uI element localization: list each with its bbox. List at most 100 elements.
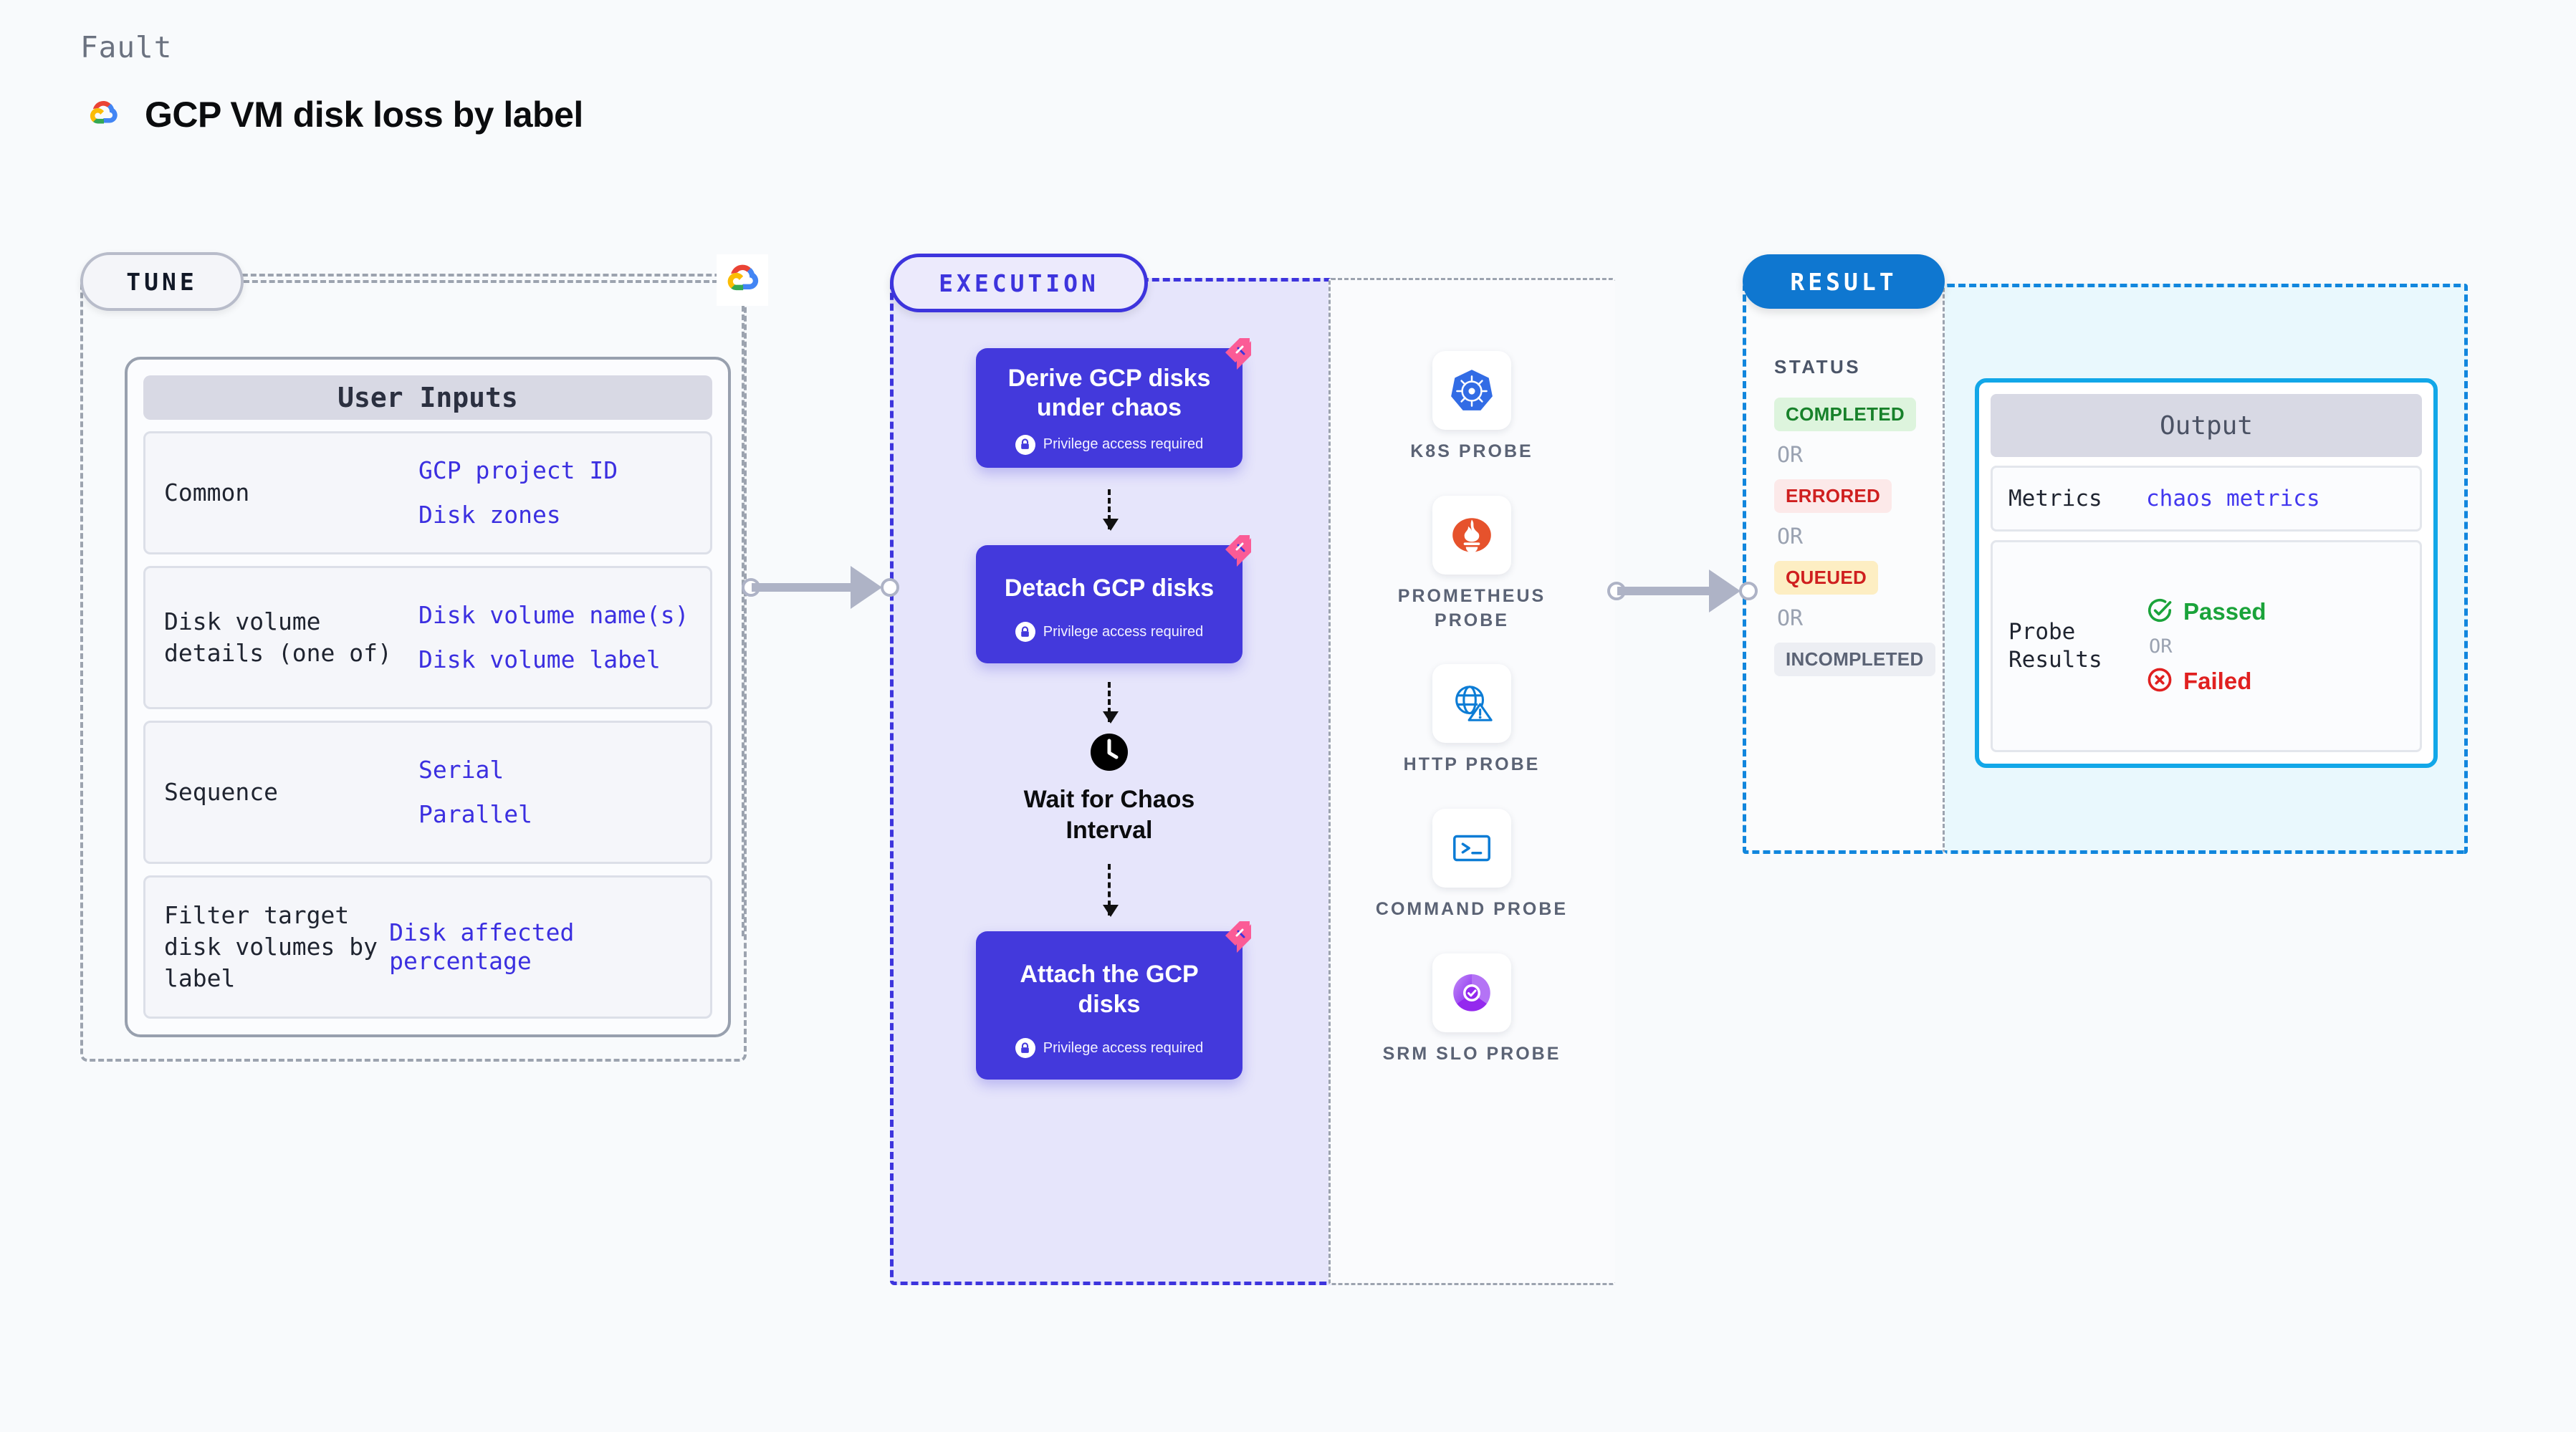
- connector-dot-end: [1739, 582, 1758, 600]
- input-value[interactable]: Disk volume name(s): [418, 600, 689, 629]
- input-value[interactable]: Serial: [418, 755, 504, 784]
- probe-label: SRM SLO PROBE: [1382, 1043, 1561, 1064]
- probe-item-k8s[interactable]: K8S PROBE: [1368, 351, 1576, 464]
- step-privilege-note: Privilege access required: [1015, 1038, 1204, 1059]
- x-circle-icon: [2146, 666, 2173, 696]
- flow-arrow: [1103, 864, 1119, 918]
- litmus-logo-icon: [1218, 917, 1255, 954]
- connector-shaft: [1617, 587, 1718, 595]
- probe-label: PROMETHEUS PROBE: [1397, 585, 1546, 630]
- step-title: Attach the GCP disks: [1020, 961, 1199, 1018]
- litmus-logo-icon: [1218, 334, 1255, 371]
- execution-stage-pill[interactable]: EXECUTION: [890, 254, 1148, 312]
- connector-arrowhead: [851, 566, 882, 609]
- probe-item-http[interactable]: HTTP PROBE: [1368, 664, 1576, 777]
- tune-top-connector-line: [244, 280, 718, 283]
- status-title: STATUS: [1774, 356, 1862, 378]
- page-title-row: GCP VM disk loss by label: [80, 92, 583, 138]
- flow-arrow: [1103, 682, 1119, 724]
- clock-icon: [1089, 732, 1129, 776]
- probe-label: COMMAND PROBE: [1375, 899, 1569, 919]
- status-badge-errored: ERRORED: [1774, 479, 1892, 513]
- execution-flow-column: Derive GCP disks under chaos Privilege a…: [890, 278, 1328, 1285]
- kubernetes-icon: [1432, 351, 1511, 430]
- output-row-label: Metrics: [2008, 485, 2102, 511]
- input-row-sequence[interactable]: Sequence Serial Parallel: [143, 721, 712, 864]
- result-stage-pill[interactable]: RESULT: [1743, 254, 1945, 309]
- output-row-metrics[interactable]: Metrics chaos metrics: [1991, 466, 2422, 532]
- step-title: Detach GCP disks: [1004, 574, 1215, 602]
- input-row-disk-volume-details[interactable]: Disk volume details (one of) Disk volume…: [143, 566, 712, 709]
- input-row-filter-by-label[interactable]: Filter target disk volumes by label Disk…: [143, 875, 712, 1019]
- step-privilege-label: Privilege access required: [1043, 1039, 1204, 1056]
- status-badge-completed: COMPLETED: [1774, 398, 1916, 431]
- step-privilege-note: Privilege access required: [1015, 622, 1204, 643]
- tune-stage-box: [80, 274, 747, 1062]
- input-row-common[interactable]: Common GCP project ID Disk zones: [143, 431, 712, 554]
- litmus-logo-icon: [1218, 531, 1255, 568]
- step-privilege-note: Privilege access required: [1015, 434, 1204, 455]
- input-value[interactable]: Disk affected percentage: [389, 918, 575, 975]
- probe-label: K8S PROBE: [1410, 441, 1533, 461]
- user-inputs-title: User Inputs: [143, 375, 712, 420]
- terminal-icon: [1432, 809, 1511, 888]
- input-row-values: Serial Parallel: [418, 756, 532, 830]
- output-metrics-value[interactable]: chaos metrics: [2146, 486, 2320, 511]
- probe-result-failed: Failed: [2146, 666, 2266, 696]
- input-row-values: GCP project ID Disk zones: [418, 456, 618, 530]
- lock-icon: [1015, 622, 1035, 643]
- lock-icon: [1015, 1038, 1035, 1059]
- page-title: GCP VM disk loss by label: [145, 95, 583, 135]
- input-value[interactable]: Disk volume label: [418, 645, 661, 673]
- status-badge-queued: QUEUED: [1774, 561, 1879, 595]
- output-card: Output Metrics chaos metrics Probe Resul…: [1975, 378, 2438, 768]
- tune-provider-connector-line: [742, 306, 744, 936]
- srm-slo-icon: [1432, 953, 1511, 1032]
- step-privilege-label: Privilege access required: [1043, 623, 1204, 640]
- step-privilege-label: Privilege access required: [1043, 436, 1204, 453]
- probe-item-command[interactable]: COMMAND PROBE: [1368, 809, 1576, 922]
- probe-label: HTTP PROBE: [1403, 754, 1541, 775]
- probe-passed-label: Passed: [2183, 597, 2266, 625]
- execution-step-detach-gcp-disks[interactable]: Detach GCP disks Privilege access requir…: [976, 534, 1251, 664]
- output-row-label: Probe Results: [2008, 619, 2102, 673]
- probes-list: K8S PROBE PROMETHEUS PROBE: [1328, 351, 1615, 1067]
- status-or-separator: OR: [1777, 524, 1804, 549]
- prometheus-icon: [1432, 495, 1511, 575]
- probe-item-srm-slo[interactable]: SRM SLO PROBE: [1368, 953, 1576, 1067]
- input-row-label: Sequence: [164, 778, 278, 807]
- lock-icon: [1015, 434, 1035, 455]
- probe-item-prometheus[interactable]: PROMETHEUS PROBE: [1368, 495, 1576, 633]
- input-row-label: Disk volume details (one of): [164, 607, 392, 667]
- input-row-label: Common: [164, 479, 250, 507]
- input-row-values: Disk volume name(s) Disk volume label: [418, 601, 689, 675]
- status-or-separator: OR: [1777, 606, 1804, 631]
- probe-or-separator: OR: [2149, 635, 2173, 658]
- connector-execution-to-result: [1607, 570, 1758, 612]
- connector-arrowhead: [1709, 570, 1741, 612]
- status-or-separator: OR: [1777, 443, 1804, 468]
- probe-failed-label: Failed: [2183, 667, 2252, 694]
- connector-shaft: [752, 583, 859, 592]
- gcp-cloud-logo-icon: [80, 92, 126, 138]
- probe-result-passed: Passed: [2146, 597, 2266, 627]
- tune-stage-pill[interactable]: TUNE: [80, 252, 244, 311]
- flow-arrow: [1103, 489, 1119, 531]
- connector-tune-to-execution: [742, 566, 899, 609]
- execution-step-derive-gcp-disks[interactable]: Derive GCP disks under chaos Privilege a…: [976, 338, 1251, 468]
- probe-result-options: Passed OR Failed: [2146, 597, 2266, 696]
- probes-panel: [1328, 278, 1615, 1285]
- execution-step-attach-gcp-disks[interactable]: Attach the GCP disks Privilege access re…: [976, 921, 1251, 1080]
- http-globe-warning-icon: [1432, 664, 1511, 744]
- output-row-probe-results: Probe Results Passed OR: [1991, 540, 2422, 752]
- step-title: Derive GCP disks under chaos: [1007, 365, 1211, 422]
- input-value[interactable]: Disk zones: [418, 501, 561, 529]
- wait-step-label: Wait for Chaos Interval: [1023, 786, 1195, 844]
- input-value[interactable]: GCP project ID: [418, 456, 618, 484]
- user-inputs-card: User Inputs Common GCP project ID Disk z…: [125, 357, 731, 1037]
- execution-step-wait-for-chaos-interval: Wait for Chaos Interval: [1020, 732, 1199, 845]
- status-list: COMPLETED OR ERRORED OR QUEUED OR INCOMP…: [1774, 398, 1946, 676]
- tune-gcp-cloud-logo-icon: [717, 254, 768, 306]
- input-value[interactable]: Parallel: [418, 800, 532, 828]
